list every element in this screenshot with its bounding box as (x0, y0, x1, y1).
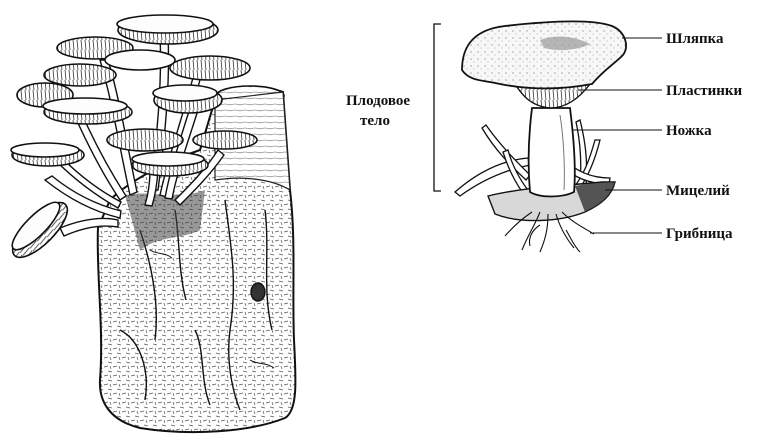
fruiting-body-bracket (434, 24, 441, 191)
label-fruiting-body-line2: тело (360, 113, 390, 129)
label-stem: Ножка (666, 123, 712, 139)
label-cap: Шляпка (666, 31, 724, 47)
label-mycelium: Мицелий (666, 183, 730, 199)
label-fruiting-body-line1: Плодовое (346, 93, 410, 109)
label-gills: Пластинки (666, 83, 743, 99)
anatomy-stem (529, 108, 575, 197)
mushroom-anatomy (455, 21, 626, 252)
stump-with-honey-fungus (5, 15, 296, 432)
anatomy-cap (462, 21, 626, 88)
label-hyphae: Грибница (666, 226, 733, 242)
